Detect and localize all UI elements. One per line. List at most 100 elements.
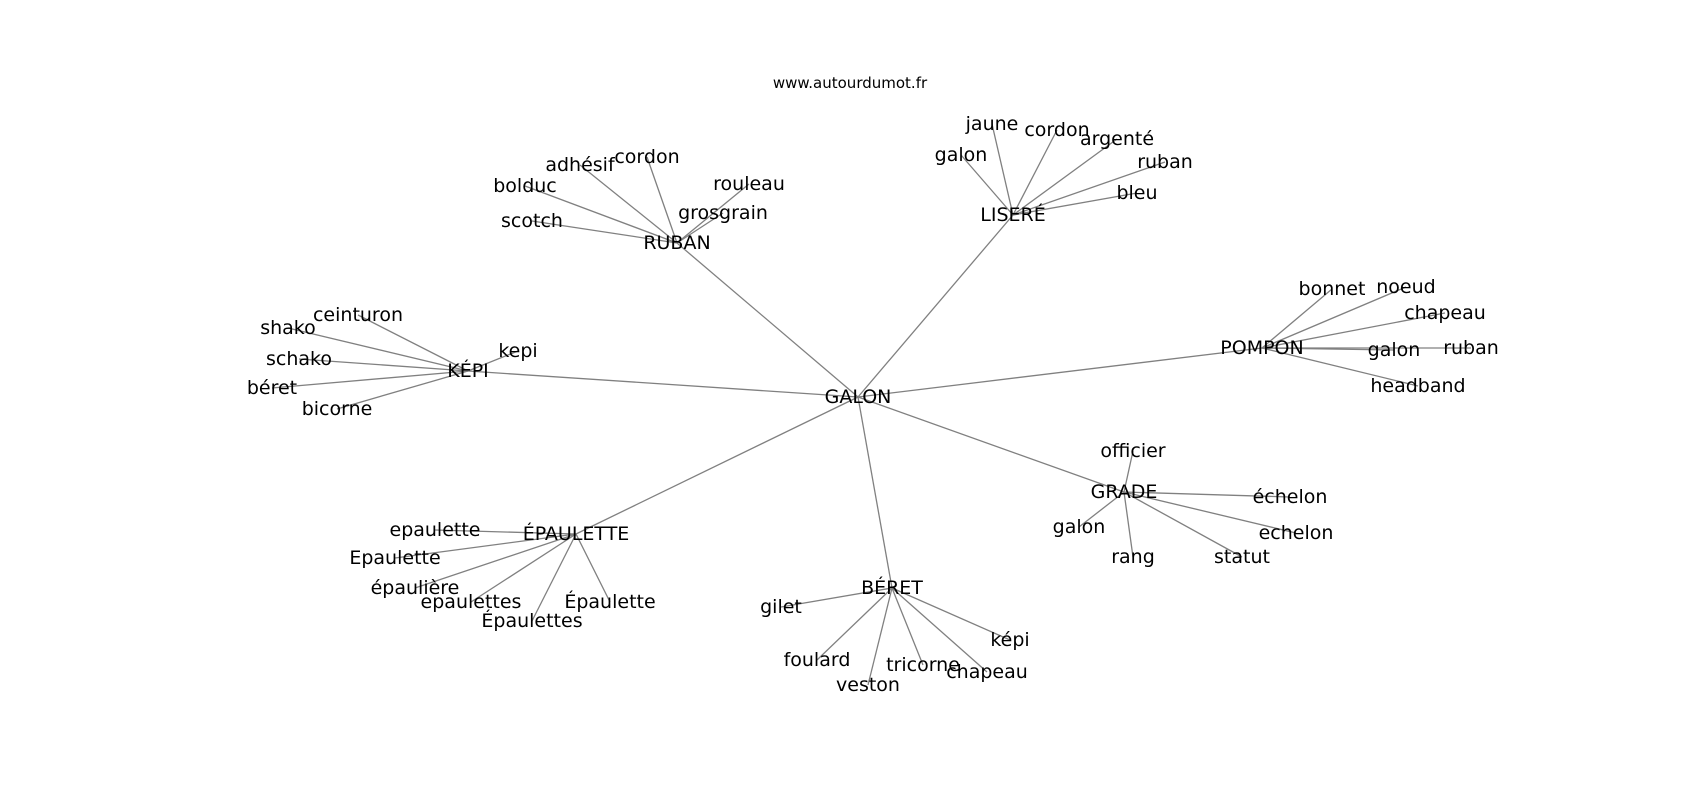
edge-grade-echelon [1123,491,1297,534]
leaf-node-pompon-chapeau: chapeau [1404,302,1486,324]
leaf-node-beret-kepi: képi [990,629,1029,651]
leaf-node-ruban-scotch: scotch [501,210,563,232]
leaf-node-grade-statut: statut [1214,546,1270,568]
leaf-node-lisere-bleu: bleu [1116,182,1157,204]
hub-node-epaulette: ÉPAULETTE [523,522,630,545]
edge-grade-rang [1123,491,1134,558]
edge-kepi-beret [271,370,469,389]
edge-lisere-argente [1012,138,1118,216]
leaf-node-lisere-jaune: jaune [965,113,1019,135]
edge-kepi-bicorne [336,370,469,410]
leaf-node-lisere-cordon: cordon [1024,119,1089,141]
site-url: www.autourdumot.fr [773,74,928,92]
edge-epaulette-epaulette [394,533,577,559]
leaf-node-pompon-headband: headband [1370,375,1465,397]
leaf-node-ruban-bolduc: bolduc [493,175,557,197]
edge-galon-epaulette [575,396,859,535]
edge-galon-beret [857,396,893,589]
hub-node-kepi: KÉPI [447,359,489,382]
edge-beret-chapeau [891,587,988,673]
edge-ruban-rouleau [676,183,750,244]
leaf-node-pompon-bonnet: bonnet [1299,278,1366,300]
edges-layer [271,123,1471,686]
edge-lisere-galon [960,154,1014,216]
leaf-node-beret-foulard: foulard [784,649,851,671]
leaf-node-epaulette-epaulette: epaulette [390,519,481,541]
leaf-node-grade-officier: officier [1100,440,1165,462]
edge-pompon-chapeau [1261,312,1446,349]
edge-lisere-cordon [1012,129,1058,216]
leaf-node-epaulette-epaulettes: Épaulettes [481,609,582,632]
center-node-galon: GALON [825,386,892,408]
edge-grade-officier [1123,450,1134,493]
edge-galon-grade [857,396,1125,493]
edge-galon-pompon [857,347,1263,398]
hub-node-beret: BÉRET [861,576,923,599]
edge-lisere-ruban [1012,161,1166,216]
leaf-node-kepi-beret: béret [247,377,297,399]
leaf-node-kepi-ceinturon: ceinturon [313,304,403,326]
edge-beret-foulard [816,587,893,661]
edge-beret-kepi [891,587,1011,641]
edge-epaulette-epauliere [414,533,577,589]
leaf-node-lisere-galon: galon [935,144,988,166]
edge-kepi-shako [287,327,469,372]
edge-epaulette-epaulettes [531,533,577,622]
edge-ruban-cordon [646,156,678,244]
hub-node-ruban: RUBAN [643,232,710,254]
edge-pompon-headband [1261,347,1419,387]
leaf-node-pompon-ruban: ruban [1443,337,1499,359]
leaf-node-kepi-bicorne: bicorne [302,398,373,420]
edge-beret-veston [867,587,893,686]
edge-grade-statut [1123,491,1243,558]
leaf-node-epaulette-epaulette: Epaulette [349,547,440,569]
edge-kepi-ceinturon [357,314,469,372]
leaf-node-grade-echelon: echelon [1259,522,1334,544]
leaf-node-grade-galon: galon [1053,516,1106,538]
edge-pompon-noeud [1261,286,1407,349]
leaf-node-kepi-schako: schako [266,348,332,370]
leaf-node-pompon-galon: galon [1368,339,1421,361]
leaf-node-epaulette-epaulettes: epaulettes [421,591,522,613]
leaf-node-ruban-grosgrain: grosgrain [678,202,768,224]
leaf-node-lisere-ruban: ruban [1137,151,1193,173]
leaf-node-ruban-rouleau: rouleau [713,173,785,195]
leaf-node-grade-echelon: échelon [1253,486,1328,508]
leaf-node-kepi-kepi: kepi [498,340,537,362]
edge-ruban-bolduc [524,185,678,244]
hub-node-grade: GRADE [1091,481,1158,503]
leaf-node-ruban-cordon: cordon [614,146,679,168]
edge-ruban-grosgrain [676,212,724,244]
edge-galon-ruban [676,242,859,398]
edge-lisere-jaune [991,123,1014,216]
edge-lisere-bleu [1012,192,1138,216]
edge-beret-gilet [780,587,893,608]
labels-layer: www.autourdumot.fr GALON RUBAN scotch boldu… [247,74,1499,696]
edge-epaulette-epaulette [434,529,577,535]
edge-grade-galon [1078,491,1125,528]
leaf-node-grade-rang: rang [1111,546,1155,568]
edge-beret-tricorne [891,587,924,666]
leaf-node-kepi-shako: shako [260,317,316,339]
leaf-node-beret-tricorne: tricorne [886,654,960,676]
edge-ruban-scotch [531,220,678,244]
hub-node-lisere: LISERÉ [980,203,1045,226]
leaf-node-beret-chapeau: chapeau [946,661,1028,683]
leaf-node-lisere-argente: argenté [1080,128,1154,150]
edge-galon-kepi [467,370,859,398]
leaf-node-epaulette-epaulette: Épaulette [564,590,655,613]
leaf-node-pompon-noeud: noeud [1376,276,1435,298]
leaf-node-beret-gilet: gilet [760,596,802,618]
edge-kepi-schako [298,358,469,372]
edge-grade-echelon [1123,491,1291,498]
edge-ruban-adhesif [579,164,678,244]
leaf-node-ruban-adhesif: adhésif [545,154,616,176]
edge-epaulette-epaulette [575,533,611,603]
hub-node-pompon: POMPON [1220,337,1303,359]
leaf-node-epaulette-epauliere: épaulière [371,577,460,599]
edge-epaulette-epaulettes [470,533,577,603]
edge-pompon-bonnet [1261,288,1333,349]
leaf-node-beret-veston: veston [836,674,900,696]
edge-kepi-kepi [467,350,519,372]
